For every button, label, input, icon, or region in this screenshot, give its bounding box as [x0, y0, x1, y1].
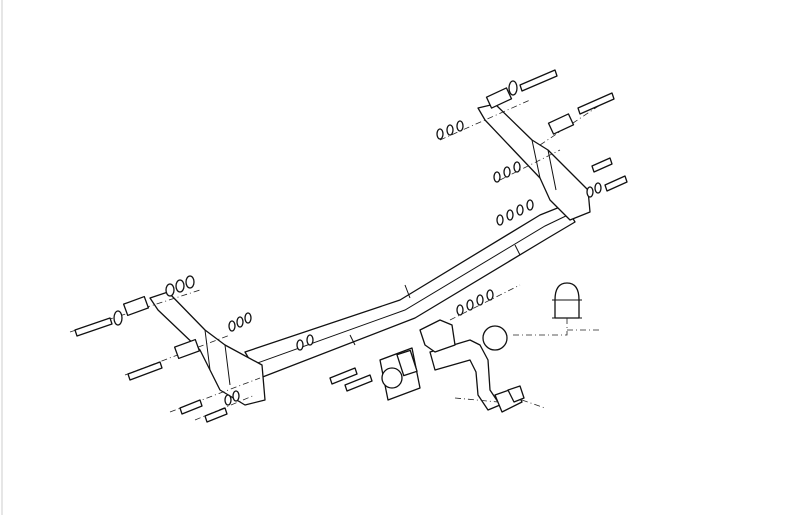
tow-ball-hook — [419, 284, 521, 411]
cross-beam — [244, 204, 576, 379]
electrical-socket — [510, 282, 600, 336]
electrical-plug — [454, 385, 546, 413]
right-bracket — [477, 103, 591, 221]
fasteners — [69, 69, 628, 423]
socket-plate — [379, 347, 421, 401]
